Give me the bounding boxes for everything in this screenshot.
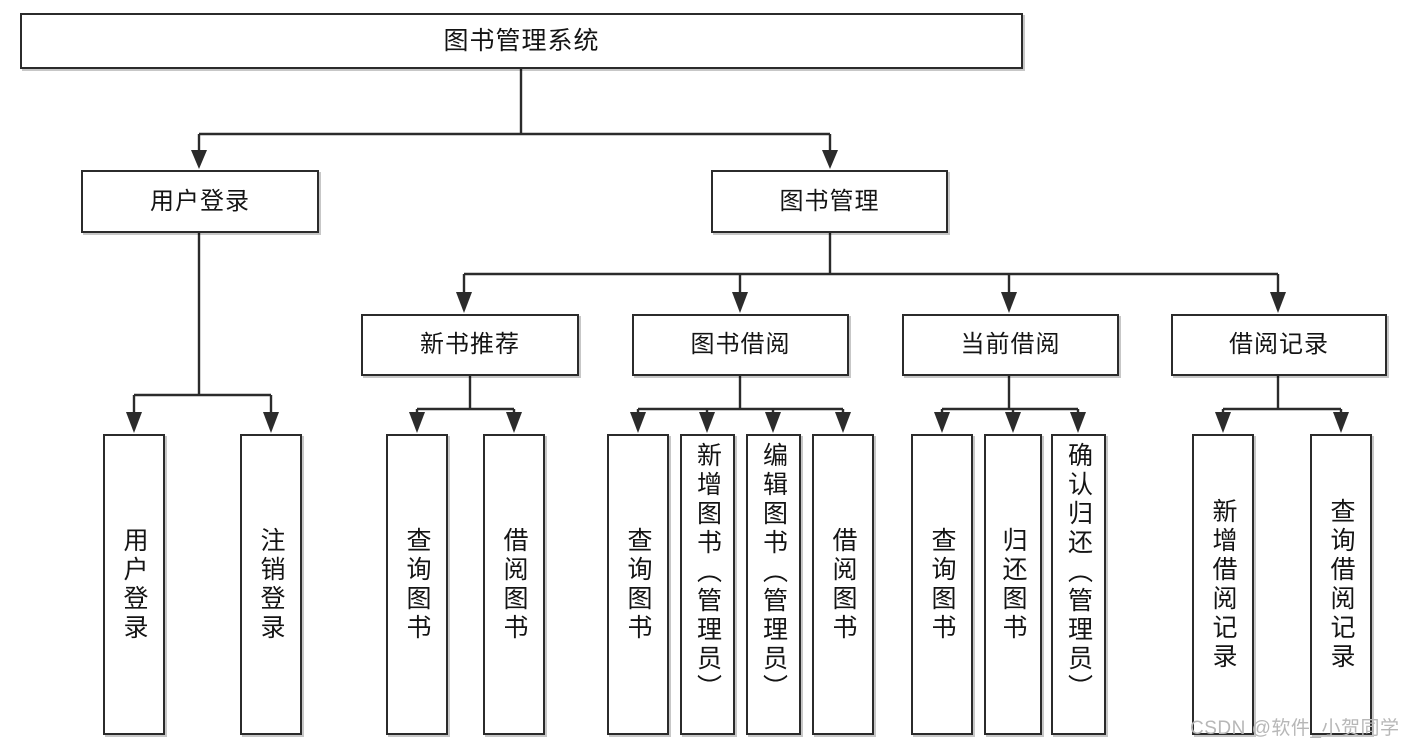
node-label: 借阅记录 (1229, 331, 1329, 359)
arrowhead-current-borrow (1001, 292, 1017, 313)
leaf-borrow-book[interactable]: 借阅图书 (812, 434, 874, 735)
arrowhead-leaf-borrow-book-2 (835, 412, 851, 433)
node-label: 图书管理 (779, 187, 880, 215)
node-label: 用户登录 (150, 187, 250, 215)
arrowhead-leaf-query-book-1 (409, 412, 425, 433)
arrowhead-new-book-rec (456, 292, 472, 313)
node-user-login[interactable]: 用户登录 (81, 170, 319, 233)
arrowhead-book-borrow (732, 292, 748, 313)
arrowhead-leaf-logout (263, 412, 279, 433)
arrowhead-leaf-edit-book-admin (765, 412, 781, 433)
node-label: 图书借阅 (690, 331, 791, 359)
arrowhead-leaf-confirm-return (1070, 412, 1086, 433)
node-label: 注销登录 (257, 526, 285, 643)
node-label: 归还图书 (999, 526, 1027, 643)
node-book-management-system[interactable]: 图书管理系统 (20, 13, 1023, 69)
arrowhead-book-manage (822, 150, 838, 169)
csdn-watermark: CSDN @软件_小贺同学 (1190, 718, 1400, 739)
node-label: 借阅图书 (500, 526, 528, 643)
arrowhead-leaf-query-book-2 (630, 412, 646, 433)
leaf-query-book-new-rec[interactable]: 查询图书 (386, 434, 448, 735)
node-label: 编辑图书（管理员） (759, 442, 788, 703)
node-label: 新书推荐 (420, 331, 520, 359)
node-borrow-records[interactable]: 借阅记录 (1171, 314, 1387, 376)
leaf-query-book-borrow[interactable]: 查询图书 (607, 434, 669, 735)
leaf-confirm-return-admin[interactable]: 确认归还（管理员） (1051, 434, 1106, 735)
arrowhead-leaf-borrow-book-1 (506, 412, 522, 433)
node-book-management[interactable]: 图书管理 (711, 170, 948, 233)
node-label: 当前借阅 (960, 331, 1061, 359)
node-label: 图书管理系统 (443, 26, 600, 55)
leaf-return-book[interactable]: 归还图书 (984, 434, 1042, 735)
arrowhead-leaf-user-login (126, 412, 142, 433)
node-label: 确认归还（管理员） (1064, 442, 1093, 703)
leaf-add-borrow-record[interactable]: 新增借阅记录 (1192, 434, 1254, 735)
arrowhead-leaf-query-record (1333, 412, 1349, 433)
node-label: 查询图书 (403, 526, 431, 643)
leaf-borrow-book-new-rec[interactable]: 借阅图书 (483, 434, 545, 735)
node-label: 查询图书 (928, 526, 956, 643)
node-new-book-recommendation[interactable]: 新书推荐 (361, 314, 579, 376)
arrowhead-leaf-query-book-3 (934, 412, 950, 433)
node-label: 用户登录 (120, 526, 148, 643)
arrowhead-borrow-record (1270, 292, 1286, 313)
leaf-user-login[interactable]: 用户登录 (103, 434, 165, 735)
node-label: 借阅图书 (829, 526, 857, 643)
node-current-borrowings[interactable]: 当前借阅 (902, 314, 1119, 376)
leaf-add-book-admin[interactable]: 新增图书（管理员） (680, 434, 735, 735)
leaf-query-book-current[interactable]: 查询图书 (911, 434, 973, 735)
arrowhead-user-login (191, 150, 207, 169)
node-label: 查询借阅记录 (1327, 497, 1355, 672)
arrowhead-leaf-add-record (1215, 412, 1231, 433)
leaf-edit-book-admin[interactable]: 编辑图书（管理员） (746, 434, 801, 735)
arrowhead-leaf-add-book-admin (699, 412, 715, 433)
node-label: 新增借阅记录 (1209, 497, 1237, 672)
node-label: 查询图书 (624, 526, 652, 643)
leaf-query-borrow-record[interactable]: 查询借阅记录 (1310, 434, 1372, 735)
arrowhead-leaf-return-book (1005, 412, 1021, 433)
node-label: 新增图书（管理员） (693, 442, 722, 703)
leaf-logout[interactable]: 注销登录 (240, 434, 302, 735)
node-book-borrowing[interactable]: 图书借阅 (632, 314, 849, 376)
